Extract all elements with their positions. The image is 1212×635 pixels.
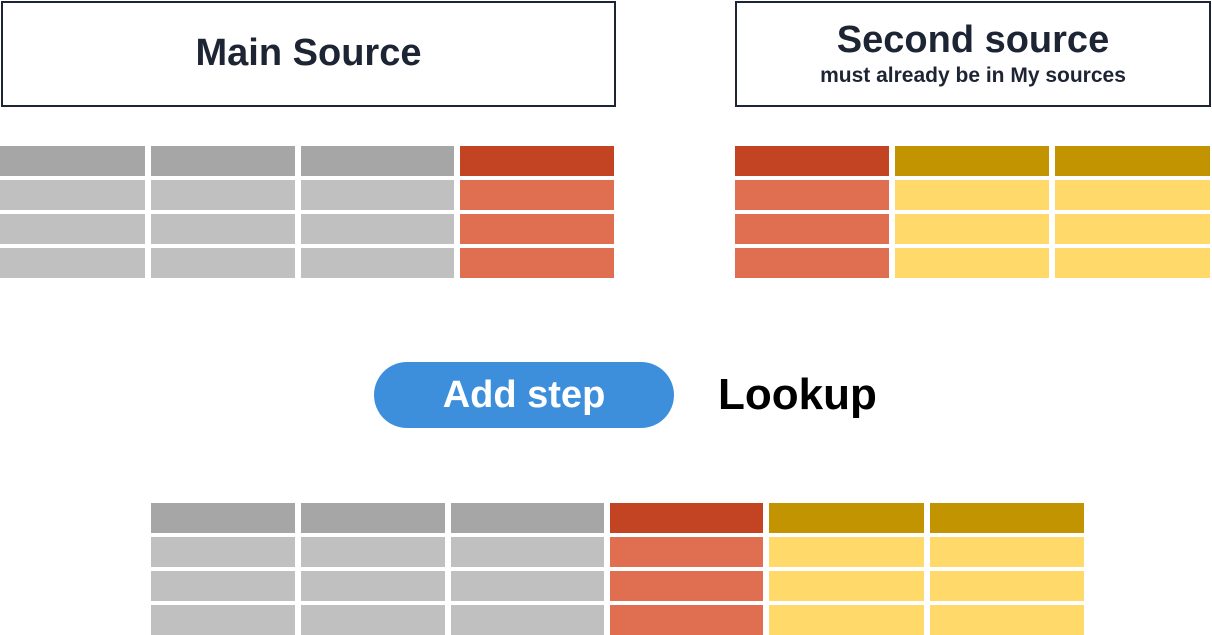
main-table-cell bbox=[460, 248, 614, 278]
main-table-cell bbox=[151, 214, 295, 244]
main-table-header-cell bbox=[151, 146, 295, 176]
second-table-header-cell bbox=[895, 146, 1049, 176]
result-table-cell bbox=[610, 571, 763, 601]
second-source-subtitle: must already be in My sources bbox=[820, 64, 1126, 88]
result-table-cell bbox=[301, 605, 445, 635]
main-table-cell bbox=[460, 214, 614, 244]
second-table-cell bbox=[1055, 248, 1210, 278]
second-source-box: Second source must already be in My sour… bbox=[735, 1, 1211, 107]
result-table-cell bbox=[451, 537, 604, 567]
second-table-cell bbox=[1055, 214, 1210, 244]
main-table-cell bbox=[0, 214, 145, 244]
second-table-cell bbox=[895, 214, 1049, 244]
result-table-header-cell bbox=[769, 503, 924, 533]
result-table-cell bbox=[151, 605, 295, 635]
result-table-cell bbox=[301, 537, 445, 567]
result-table bbox=[151, 503, 1084, 635]
main-table-cell bbox=[151, 248, 295, 278]
result-table-cell bbox=[301, 571, 445, 601]
result-table-header-cell bbox=[301, 503, 445, 533]
result-table-cell bbox=[451, 605, 604, 635]
main-table-cell bbox=[0, 180, 145, 210]
second-table-cell bbox=[735, 248, 889, 278]
result-table-cell bbox=[769, 571, 924, 601]
result-table-header-cell bbox=[151, 503, 295, 533]
second-table-header-cell bbox=[735, 146, 889, 176]
second-table-cell bbox=[735, 180, 889, 210]
second-source-title: Second source bbox=[836, 18, 1110, 61]
result-table-cell bbox=[451, 571, 604, 601]
main-table-header-cell bbox=[301, 146, 454, 176]
main-table-cell bbox=[301, 180, 454, 210]
main-table-cell bbox=[0, 248, 145, 278]
result-table-header-cell bbox=[610, 503, 763, 533]
main-table-cell bbox=[151, 180, 295, 210]
result-table-cell bbox=[151, 571, 295, 601]
second-table-cell bbox=[895, 248, 1049, 278]
lookup-step-label: Lookup bbox=[718, 370, 877, 419]
result-table-cell bbox=[930, 537, 1084, 567]
second-table-header-cell bbox=[1055, 146, 1210, 176]
result-table-cell bbox=[151, 537, 295, 567]
main-source-table bbox=[0, 146, 614, 278]
result-table-cell bbox=[769, 605, 924, 635]
result-table-header-cell bbox=[451, 503, 604, 533]
result-table-header-cell bbox=[930, 503, 1084, 533]
main-table-cell bbox=[301, 248, 454, 278]
second-table-cell bbox=[895, 180, 1049, 210]
second-table-cell bbox=[735, 214, 889, 244]
result-table-cell bbox=[930, 571, 1084, 601]
second-table-cell bbox=[1055, 180, 1210, 210]
result-table-cell bbox=[930, 605, 1084, 635]
result-table-cell bbox=[610, 605, 763, 635]
result-table-cell bbox=[610, 537, 763, 567]
main-table-header-cell bbox=[460, 146, 614, 176]
main-source-title: Main Source bbox=[195, 32, 422, 75]
second-source-table bbox=[735, 146, 1210, 278]
main-source-box: Main Source bbox=[1, 1, 616, 107]
main-table-cell bbox=[301, 214, 454, 244]
add-step-button[interactable]: Add step bbox=[374, 362, 674, 428]
main-table-cell bbox=[460, 180, 614, 210]
result-table-cell bbox=[769, 537, 924, 567]
main-table-header-cell bbox=[0, 146, 145, 176]
